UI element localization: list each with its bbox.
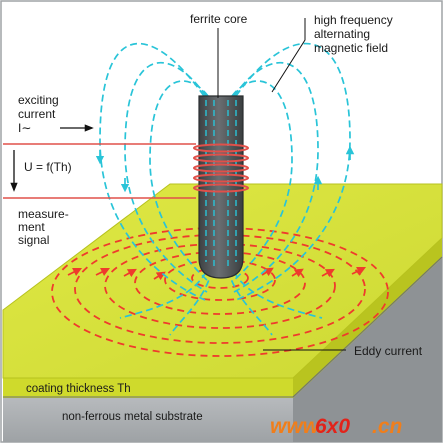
watermark-suffix: .cn — [372, 415, 402, 438]
measurement-label-line1: measure- — [18, 207, 69, 221]
leader-lines — [217, 18, 346, 351]
magnetic-field-lines — [99, 42, 351, 336]
measurement-label-line3: signal — [18, 233, 49, 247]
hf-field-label-line3: magnetic field — [314, 41, 388, 55]
hf-field-label-line2: alternating — [314, 27, 370, 41]
substrate-block — [3, 238, 443, 442]
ferrite-core — [198, 95, 244, 279]
measurement-label-line2: ment — [18, 220, 45, 234]
lead-wires — [3, 143, 196, 199]
exciting-label-line2: current — [18, 107, 56, 121]
exciting-label-line1: exciting — [18, 93, 59, 107]
substrate-label: non-ferrous metal substrate — [62, 411, 203, 423]
ferrite-core-label: ferrite core — [190, 12, 248, 26]
watermark: www. 6x0 .cn — [270, 415, 402, 438]
watermark-brand: 6x0 — [315, 415, 350, 438]
coil-windings — [193, 143, 249, 193]
u-formula-label: U = f(Th) — [24, 160, 72, 174]
exciting-label-line3: I∼ — [18, 121, 31, 135]
eddy-current-label: Eddy current — [354, 344, 423, 358]
watermark-prefix: www. — [270, 415, 324, 438]
coating-surface — [2, 183, 443, 379]
field-line-arrows — [95, 145, 355, 193]
hf-field-label-line1: high frequency — [314, 13, 393, 27]
coating-thickness-label: coating thickness Th — [26, 383, 131, 395]
eddy-current-arrows — [67, 266, 367, 281]
